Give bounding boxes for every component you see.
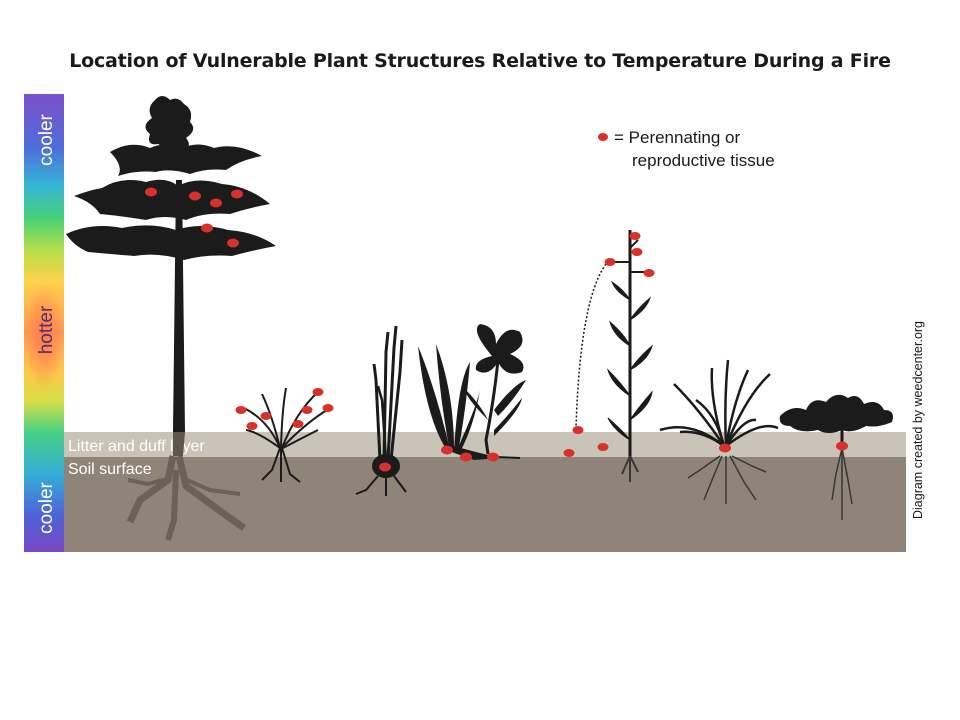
low-forb-tissue-marker	[836, 441, 848, 451]
bulb-tissue-marker	[379, 462, 391, 472]
tall-forb-silhouette	[575, 230, 653, 482]
label-cooler-top: cooler	[36, 113, 57, 165]
label-hotter: hotter	[36, 305, 57, 354]
shrub-tissue-markers	[235, 388, 334, 430]
label-cooler-bottom: cooler	[36, 481, 57, 533]
violet-silhouette	[464, 324, 526, 459]
legend-tissue-marker	[598, 133, 608, 141]
temperature-gradient-bar	[24, 94, 64, 552]
tree-tissue-markers	[145, 187, 243, 248]
litter-duff-label: Litter and duff layer	[68, 438, 205, 455]
tree-silhouette	[66, 96, 276, 541]
bunchgrass-silhouette	[659, 359, 779, 504]
tall-forb-tissue-markers	[563, 232, 655, 457]
legend: = Perennating or reproductive tissue	[598, 128, 775, 170]
legend-line-2: reproductive tissue	[632, 151, 775, 170]
bunchgrass-tissue-marker	[719, 443, 731, 453]
iris-violet-tissue-markers	[441, 445, 499, 462]
shrub-silhouette	[243, 387, 331, 483]
credit-text: Diagram created by weedcenter.org	[911, 321, 925, 519]
diagram-title: Location of Vulnerable Plant Structures …	[69, 50, 891, 72]
legend-line-1: = Perennating or	[614, 128, 741, 147]
soil-surface-label: Soil surface	[68, 461, 152, 478]
